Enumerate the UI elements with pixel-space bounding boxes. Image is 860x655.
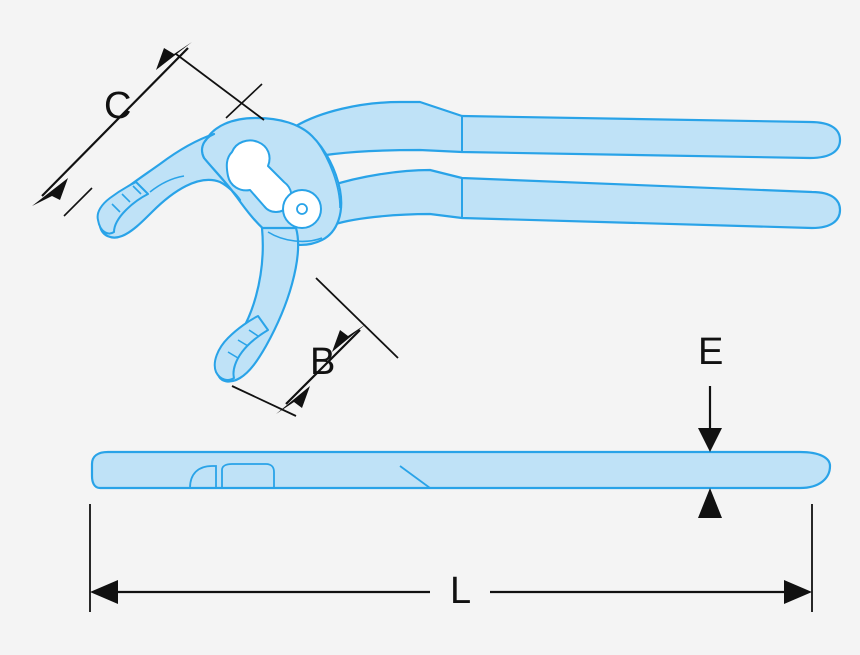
dimension-c <box>32 42 265 217</box>
dimension-l-arrow-left <box>90 580 118 604</box>
head-lower-contour <box>267 231 323 243</box>
upper-handle-shape <box>294 100 842 162</box>
lower-jaw-teeth <box>227 329 259 359</box>
edge-view-body <box>90 450 832 490</box>
dimension-b-arrow-start <box>276 386 310 414</box>
dimension-c-extension <box>175 53 265 121</box>
pliers-side-view <box>96 100 842 383</box>
dimension-b-extension-upper <box>315 277 399 359</box>
dimension-l-arrow-right <box>784 580 812 604</box>
dimension-label-c: C <box>104 85 132 127</box>
dimension-b <box>231 277 399 417</box>
dimension-b-arrow-end <box>332 324 366 352</box>
edge-view-joint-detail-left <box>189 465 217 489</box>
dimension-c-arrow-start <box>32 178 68 206</box>
edge-view-joint-detail-right <box>221 463 275 488</box>
lower-jaw-tip <box>213 315 269 381</box>
dimension-c-leader-lower <box>63 187 93 217</box>
dimension-c-line <box>41 47 189 197</box>
dimension-c-arrow-end <box>156 42 192 70</box>
dimension-b-extension-lower <box>231 385 297 417</box>
dimension-e-arrow-down <box>698 428 722 452</box>
dimension-e <box>698 386 722 518</box>
upper-jaw-tip <box>96 181 149 235</box>
dimension-e-arrow-up <box>698 488 722 518</box>
pivot-rivet-inner <box>296 203 308 215</box>
head-contour-line <box>315 139 341 209</box>
dimension-label-b: B <box>310 341 336 383</box>
upper-jaw-inner-edge <box>149 175 185 193</box>
dimension-l <box>89 504 813 612</box>
dimension-b-line <box>285 329 361 405</box>
pliers-edge-view <box>90 450 832 490</box>
upper-jaw-teeth <box>111 185 142 213</box>
dimension-c-leader-upper <box>225 83 263 119</box>
dimension-label-l: L <box>450 570 472 612</box>
lower-handle-shape <box>328 168 842 230</box>
edge-view-taper-line <box>399 465 431 489</box>
dimension-label-e: E <box>698 331 724 373</box>
